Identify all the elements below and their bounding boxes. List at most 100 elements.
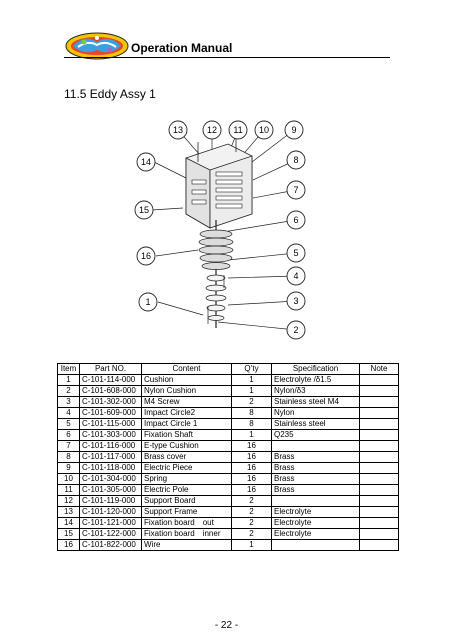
- quantity-cell: 16: [231, 462, 272, 474]
- specification-cell: Electrolyte: [271, 528, 360, 540]
- specification-cell: Electrolyte: [271, 506, 360, 518]
- page-number: - 22 -: [214, 620, 239, 631]
- quantity-cell: 16: [231, 451, 272, 463]
- quantity-cell: 8: [231, 418, 272, 430]
- content-cell: Support Board: [141, 495, 232, 507]
- item-number-cell: 12: [57, 495, 80, 507]
- quantity-cell: 2: [231, 495, 272, 507]
- column-header: Note: [359, 363, 399, 375]
- content-cell: Nylon Cushion: [141, 385, 232, 397]
- content-cell: Impact Circle2: [141, 407, 232, 419]
- item-number-cell: 13: [57, 506, 80, 518]
- content-cell: M4 Screw: [141, 396, 232, 408]
- part-number-cell: C-101-822-000: [79, 539, 142, 551]
- callout-label: 1: [145, 297, 150, 307]
- callout-label: 4: [293, 271, 298, 281]
- column-header: Specification: [271, 363, 360, 375]
- item-number-cell: 6: [57, 429, 80, 441]
- item-number-cell: 7: [57, 440, 80, 452]
- note-cell: [359, 374, 399, 386]
- quantity-cell: 2: [231, 517, 272, 529]
- item-number-cell: 1: [57, 374, 80, 386]
- table-header-row: Item Part NO. Content Q’ty Specification…: [57, 363, 399, 375]
- note-cell: [359, 517, 399, 529]
- callout-label: 10: [259, 125, 269, 135]
- item-number-cell: 11: [57, 484, 80, 496]
- specification-cell: Q235: [271, 429, 360, 441]
- content-cell: Fixation board out: [141, 517, 232, 529]
- part-number-cell: C-101-608-000: [79, 385, 142, 397]
- content-cell: Electric Piece: [141, 462, 232, 474]
- specification-cell: Brass: [271, 484, 360, 496]
- content-cell: Fixation board inner: [141, 528, 232, 540]
- item-number-cell: 15: [57, 528, 80, 540]
- callout-label: 12: [207, 125, 217, 135]
- quantity-cell: 2: [231, 396, 272, 408]
- note-cell: [359, 462, 399, 474]
- note-cell: [359, 418, 399, 430]
- note-cell: [359, 495, 399, 507]
- callout-label: 16: [141, 251, 151, 261]
- note-cell: [359, 451, 399, 463]
- item-number-cell: 8: [57, 451, 80, 463]
- note-cell: [359, 396, 399, 408]
- callout-label: 7: [293, 185, 298, 195]
- quantity-cell: 1: [231, 429, 272, 441]
- eddy-assembly-diagram: 13 12 11 10 9 14 8 7 15 6 16 5 4 1 3 2: [134, 120, 306, 340]
- callout-label: 8: [293, 155, 298, 165]
- specification-cell: [271, 495, 360, 507]
- column-header: Q’ty: [231, 363, 272, 375]
- callout-label: 15: [139, 205, 149, 215]
- callout-label: 11: [233, 125, 242, 135]
- item-number-cell: 10: [57, 473, 80, 485]
- content-cell: Support Frame: [141, 506, 232, 518]
- item-number-cell: 2: [57, 385, 80, 397]
- column-header: Part NO.: [79, 363, 142, 375]
- note-cell: [359, 429, 399, 441]
- content-cell: Spring: [141, 473, 232, 485]
- part-number-cell: C-101-305-000: [79, 484, 142, 496]
- part-number-cell: C-101-304-000: [79, 473, 142, 485]
- content-cell: E-type Cushion: [141, 440, 232, 452]
- part-number-cell: C-101-116-000: [79, 440, 142, 452]
- item-number-cell: 16: [57, 539, 80, 551]
- content-cell: Cushion: [141, 374, 232, 386]
- note-cell: [359, 528, 399, 540]
- callout-label: 13: [173, 125, 183, 135]
- callout-label: 6: [293, 215, 298, 225]
- section-title: 11.5 Eddy Assy 1: [64, 87, 156, 101]
- callout-label: 9: [291, 125, 296, 135]
- column-header: Item: [57, 363, 80, 375]
- parts-table: Item Part NO. Content Q’ty Specification…: [57, 363, 399, 551]
- part-number-cell: C-101-118-000: [79, 462, 142, 474]
- callout-label: 5: [293, 248, 298, 258]
- note-cell: [359, 506, 399, 518]
- callout-label: 3: [293, 296, 298, 306]
- part-number-cell: C-101-120-000: [79, 506, 142, 518]
- content-cell: Fixation Shaft: [141, 429, 232, 441]
- part-number-cell: C-101-117-000: [79, 451, 142, 463]
- note-cell: [359, 473, 399, 485]
- note-cell: [359, 539, 399, 551]
- brand-logo: [65, 32, 129, 60]
- item-number-cell: 14: [57, 517, 80, 529]
- quantity-cell: 16: [231, 440, 272, 452]
- part-number-cell: C-101-121-000: [79, 517, 142, 529]
- part-number-cell: C-101-122-000: [79, 528, 142, 540]
- part-number-cell: C-101-115-000: [79, 418, 142, 430]
